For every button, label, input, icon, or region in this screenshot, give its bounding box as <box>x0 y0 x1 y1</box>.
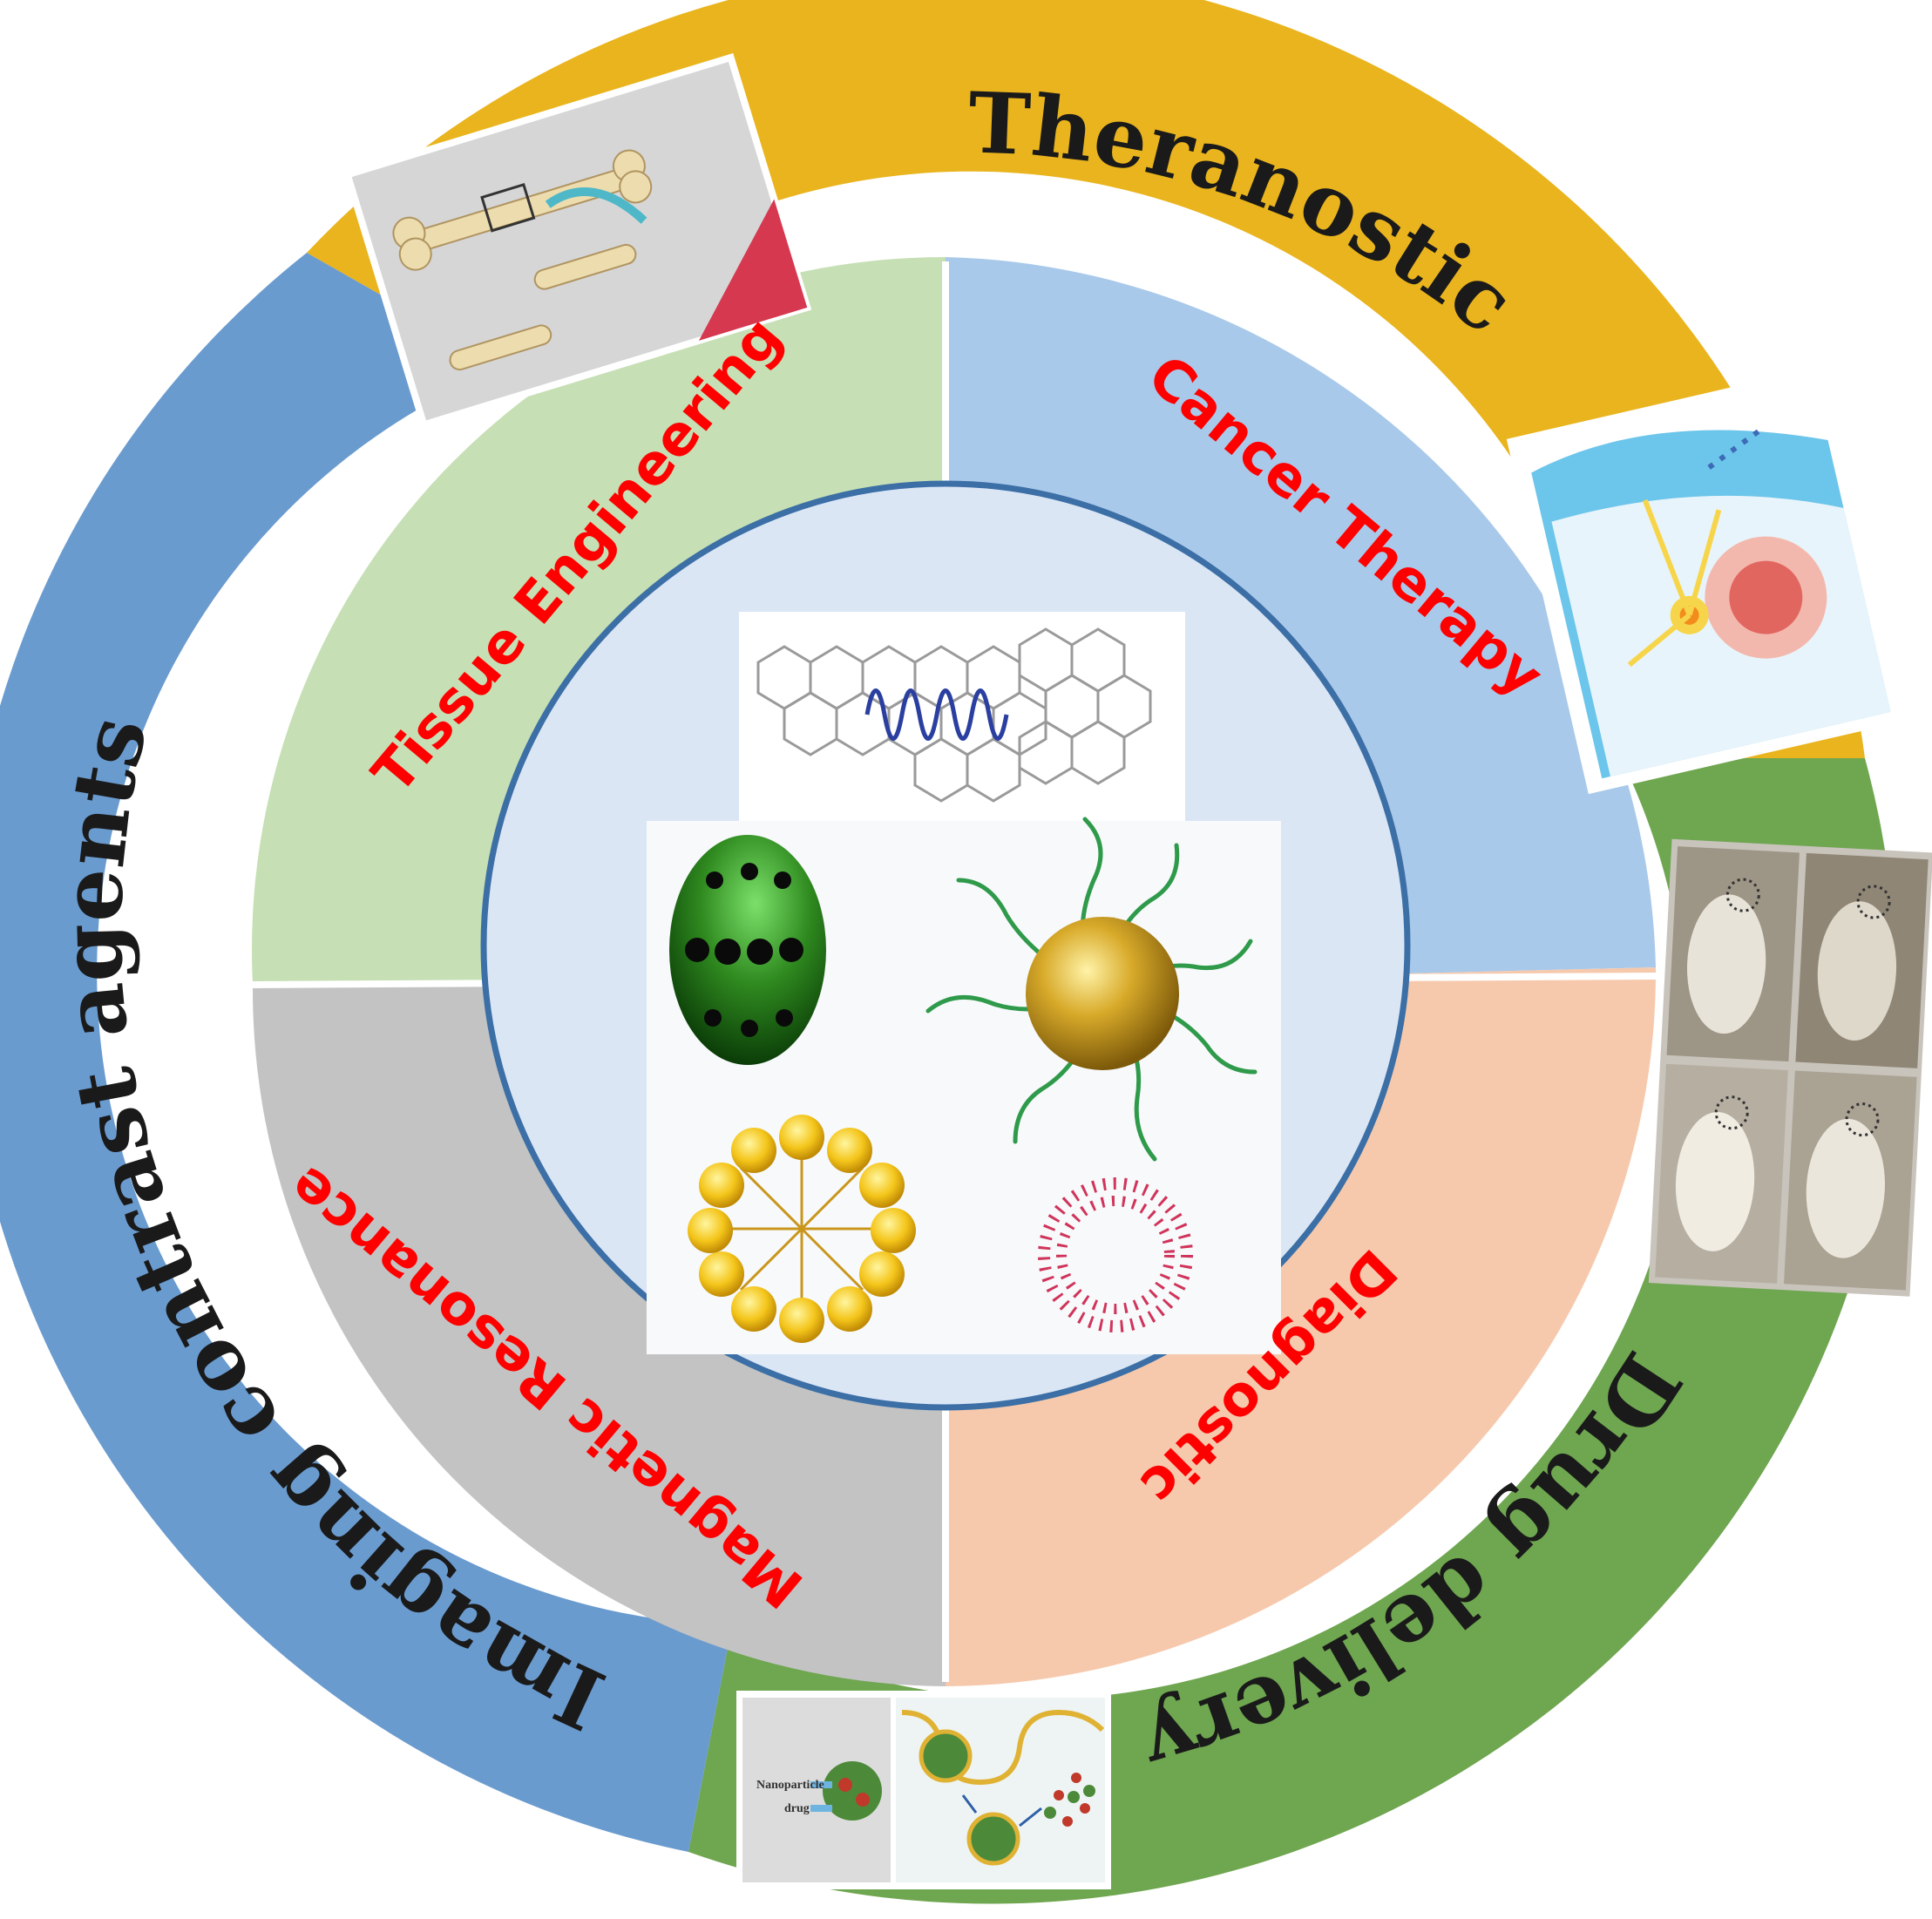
outer-segment-drug-delivery <box>688 758 1897 1904</box>
drug-label: drug <box>784 1802 810 1815</box>
center-circle <box>480 480 1411 1411</box>
graphene-sheet-icon <box>739 612 1185 831</box>
neuron-thumbnail <box>1506 364 1910 795</box>
endocytosis-icon: Nanoparticle drug <box>756 1709 1105 1866</box>
micelle-icon <box>688 1115 916 1343</box>
liposome-icon <box>1038 1177 1193 1332</box>
endocytosis-thumbnail: Nanoparticle drug <box>736 1691 1111 1889</box>
porous-sphere-icon <box>669 835 826 1065</box>
nanoparticle-label: Nanoparticle <box>756 1779 824 1792</box>
mouse-photo-icon <box>1655 846 1929 1291</box>
outer-segment-imaging <box>0 253 732 1852</box>
neuron-icon <box>1627 426 1827 668</box>
mouse-photos-thumbnail <box>1648 838 1932 1297</box>
gold-dna-nanoparticle-icon <box>925 817 1257 1162</box>
bone-fracture-thumbnail <box>342 52 812 430</box>
